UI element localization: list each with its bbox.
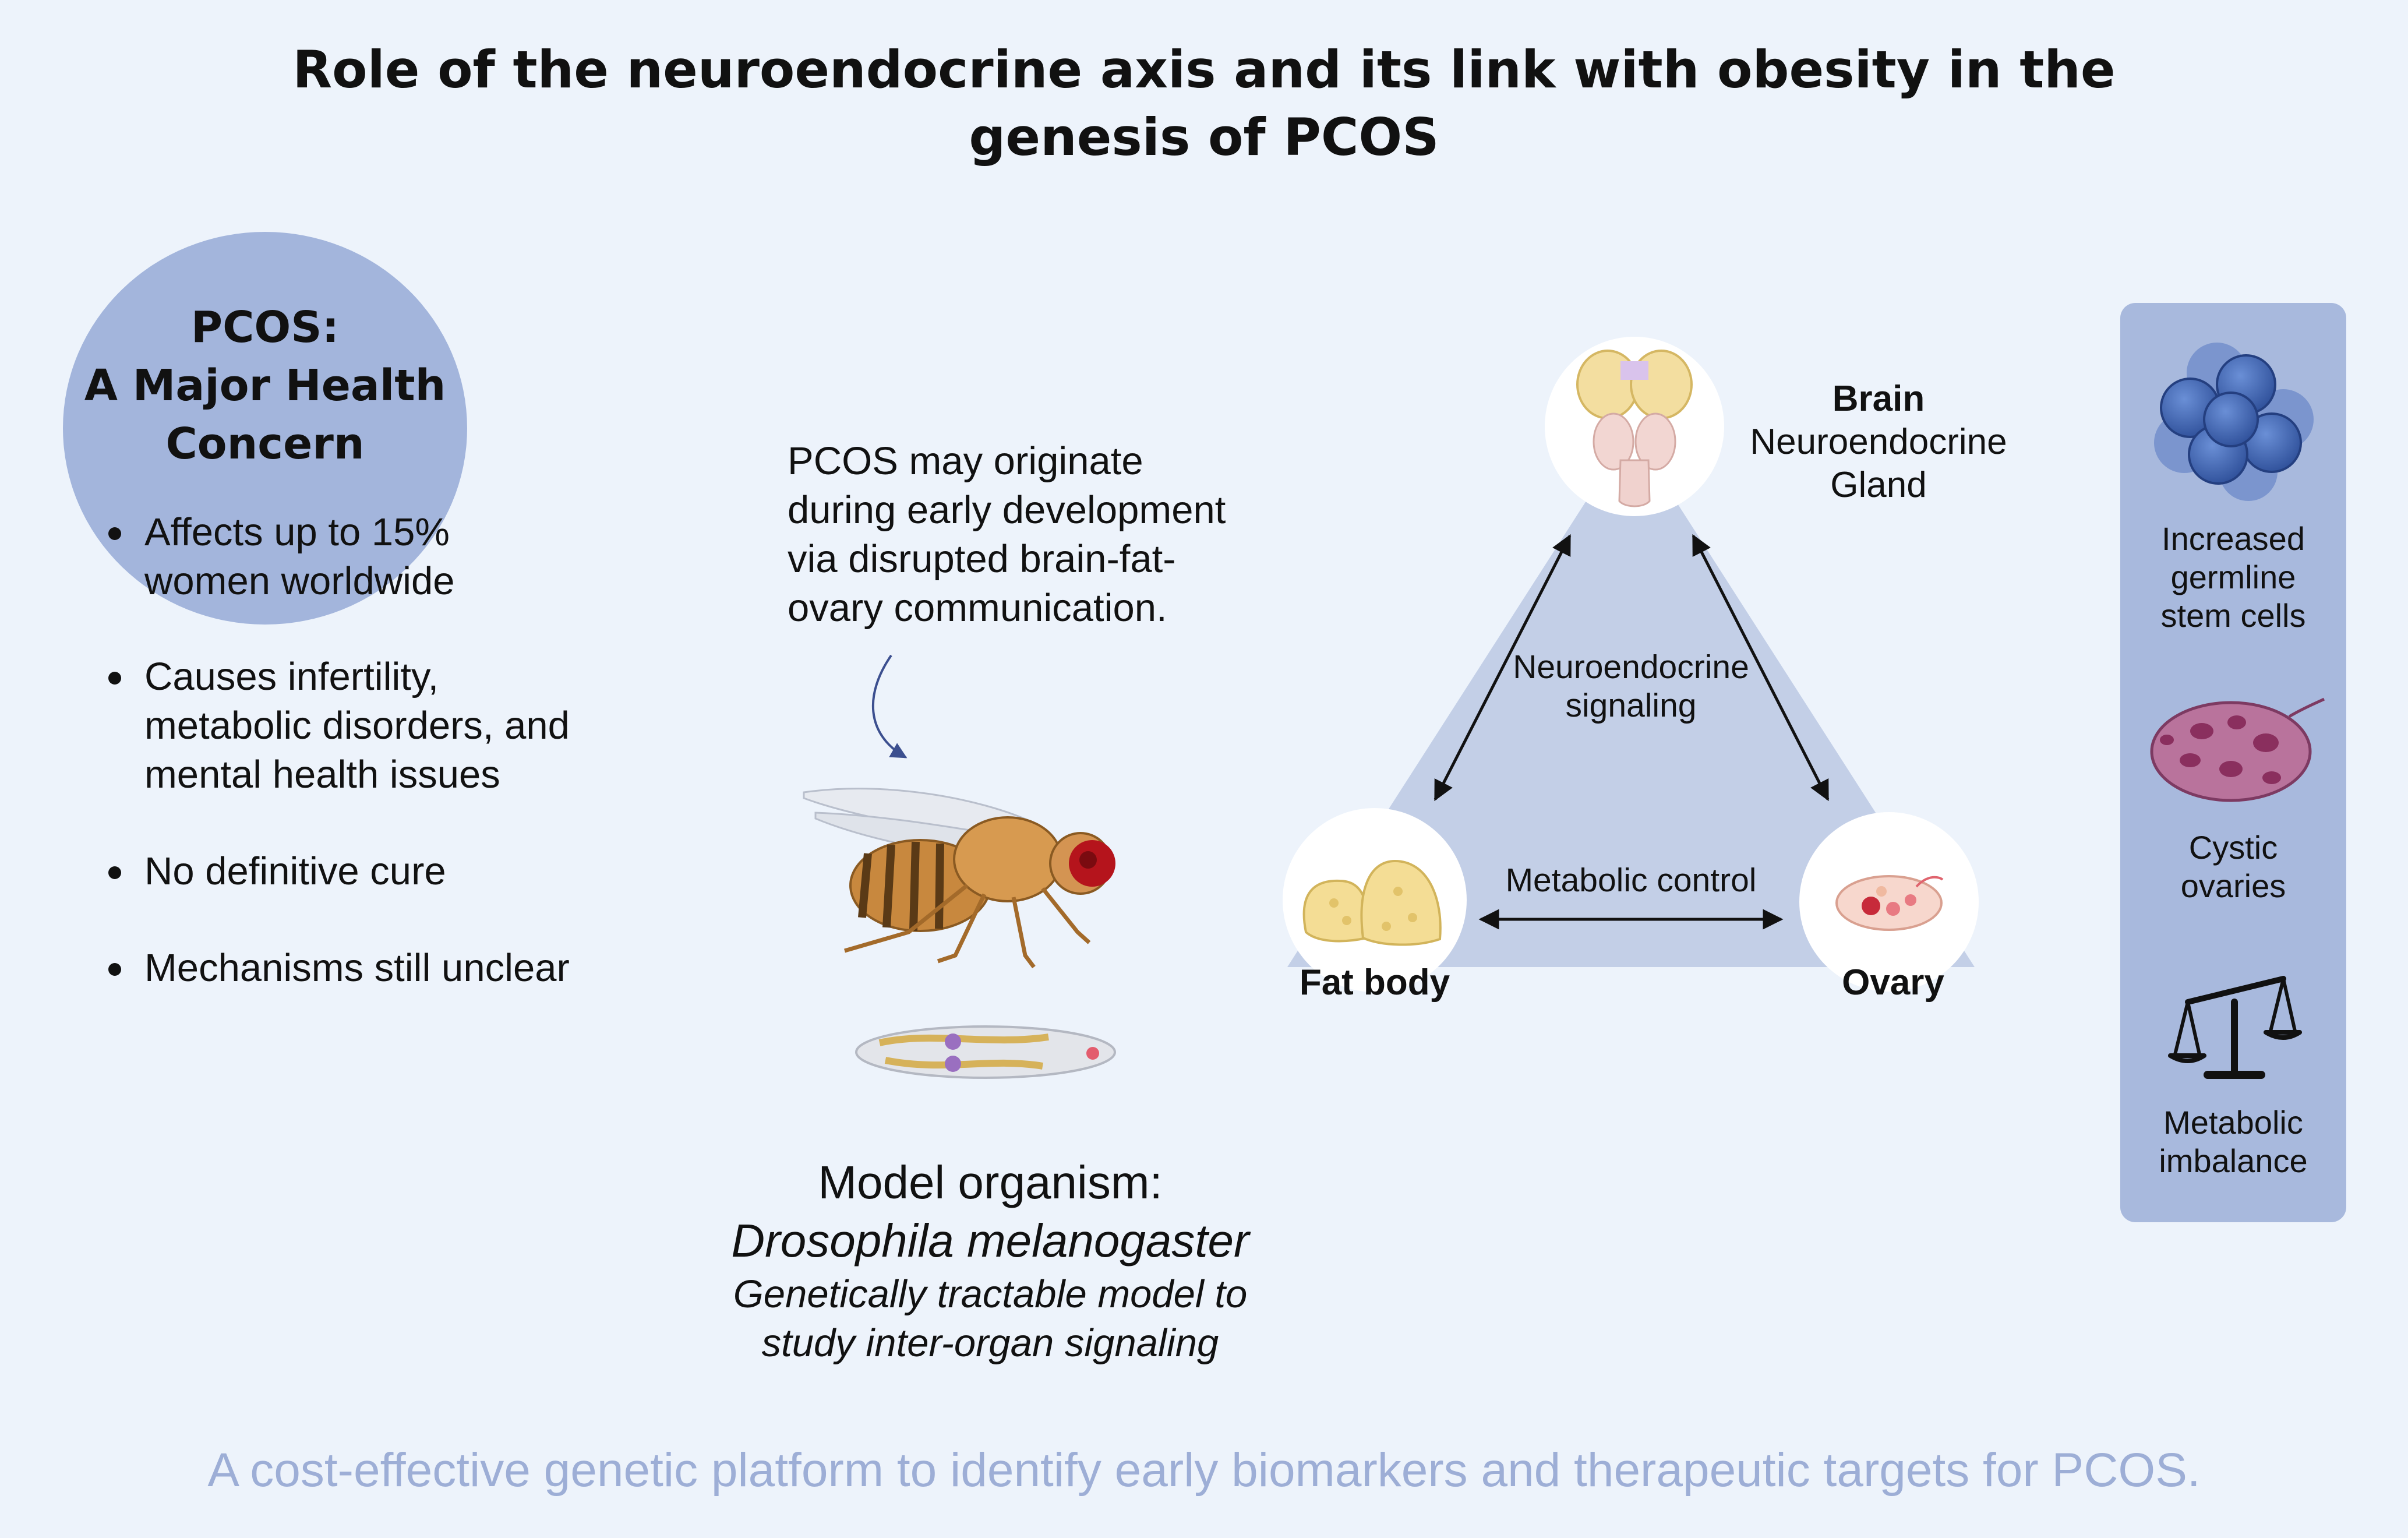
note-line: during early development bbox=[788, 488, 1226, 532]
fat-body-icon bbox=[1283, 808, 1467, 992]
cystic-line: ovaries bbox=[2180, 867, 2286, 904]
imbalance-line: imbalance bbox=[2159, 1142, 2308, 1179]
page-title: Role of the neuroendocrine axis and its … bbox=[0, 36, 2408, 171]
metabolic-imbalance-label: Metabolic imbalance bbox=[2120, 1103, 2346, 1180]
brain-ovary-arrow bbox=[1692, 534, 1830, 802]
concern-heading-line-3: Concern bbox=[165, 419, 365, 469]
model-species: Drosophila melanogaster bbox=[731, 1215, 1249, 1267]
ovary-icon bbox=[1799, 812, 1979, 992]
brain-title: Brain bbox=[1832, 379, 1925, 419]
signaling-label: Neuroendocrine signaling bbox=[1491, 648, 1771, 725]
signaling-line: signaling bbox=[1565, 687, 1697, 724]
concern-heading-line-2: A Major Health bbox=[84, 361, 446, 411]
germline-label: Increased germline stem cells bbox=[2120, 520, 2346, 635]
brain-icon bbox=[1545, 337, 1724, 516]
note-line: PCOS may originate bbox=[788, 439, 1143, 483]
bullet-text: women worldwide bbox=[144, 559, 455, 603]
concern-heading: PCOS: A Major Health Concern bbox=[63, 298, 467, 473]
footer-statement: A cost-effective genetic platform to ide… bbox=[207, 1444, 2201, 1497]
imbalance-line: Metabolic bbox=[2163, 1104, 2303, 1141]
axis-triangle bbox=[1287, 431, 1975, 967]
bullet-text: metabolic disorders, and bbox=[144, 704, 570, 747]
brain-subtitle: Neuroendocrine bbox=[1750, 422, 2007, 462]
larva-illustration bbox=[855, 1025, 1116, 1079]
curved-arrow-icon bbox=[871, 654, 908, 759]
bullet-no-cure: No definitive cure bbox=[108, 847, 446, 896]
fat-body-label: Fat body bbox=[1299, 962, 1450, 1003]
fly-illustration bbox=[803, 788, 1115, 969]
cystic-ovary-icon bbox=[2150, 697, 2325, 802]
metabolic-control-label: Metabolic control bbox=[1505, 862, 1757, 899]
bullet-text: Mechanisms still unclear bbox=[144, 946, 570, 990]
germline-line: stem cells bbox=[2160, 597, 2306, 634]
title-line-1: Role of the neuroendocrine axis and its … bbox=[292, 40, 2116, 100]
bullet-text: Affects up to 15% bbox=[144, 510, 450, 554]
model-description: study inter-organ signaling bbox=[761, 1321, 1219, 1365]
balance-scale-icon bbox=[2168, 976, 2302, 1079]
brain-fat-arrow bbox=[1433, 534, 1572, 802]
concern-heading-line-1: PCOS: bbox=[190, 302, 340, 352]
note-line: via disrupted brain-fat- bbox=[788, 537, 1176, 581]
origin-note: PCOS may originate during early developm… bbox=[788, 437, 1226, 633]
model-organism: Model organism: Drosophila melanogaster … bbox=[652, 1154, 1328, 1368]
germline-line: Increased bbox=[2162, 520, 2305, 557]
germline-line: germline bbox=[2170, 559, 2296, 595]
stem-cell-icon bbox=[2154, 343, 2314, 501]
bullet-mechanisms: Mechanisms still unclear bbox=[108, 944, 570, 993]
note-line: ovary communication. bbox=[788, 586, 1167, 630]
concern-circle bbox=[63, 232, 467, 625]
model-title: Model organism: bbox=[818, 1156, 1163, 1208]
signal-arrows bbox=[1433, 534, 1830, 930]
bullet-consequences: Causes infertility, metabolic disorders,… bbox=[108, 652, 570, 799]
cystic-line: Cystic bbox=[2188, 829, 2278, 866]
bullet-text: mental health issues bbox=[144, 753, 500, 796]
model-description: Genetically tractable model to bbox=[733, 1272, 1248, 1316]
ovary-label: Ovary bbox=[1842, 962, 1944, 1003]
brain-subtitle: Gland bbox=[1830, 465, 1927, 505]
brain-label: Brain Neuroendocrine Gland bbox=[1747, 378, 2010, 507]
bullet-text: No definitive cure bbox=[144, 849, 446, 893]
title-line-2: genesis of PCOS bbox=[969, 107, 1439, 167]
signaling-line: Neuroendocrine bbox=[1513, 648, 1749, 686]
bullet-text: Causes infertility, bbox=[144, 655, 439, 699]
bullet-prevalence: Affects up to 15% women worldwide bbox=[108, 508, 455, 606]
cystic-ovaries-label: Cystic ovaries bbox=[2120, 828, 2346, 905]
